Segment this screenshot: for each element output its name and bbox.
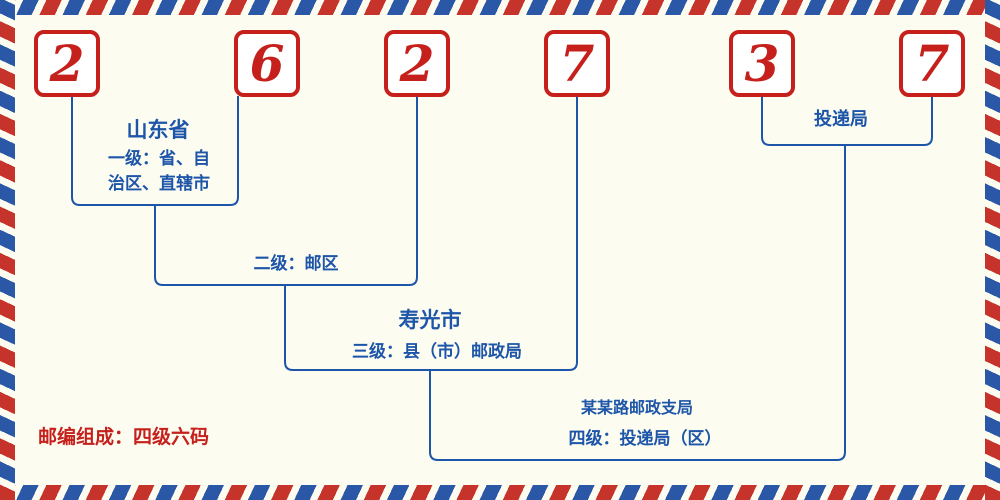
airmail-border-right bbox=[985, 0, 1000, 500]
airmail-border-left bbox=[0, 0, 15, 500]
connector-level4 bbox=[429, 145, 846, 461]
digit-box-1: 2 bbox=[34, 30, 100, 97]
composition-note: 邮编组成：四级六码 bbox=[38, 427, 210, 448]
airmail-border-top bbox=[0, 0, 1000, 15]
airmail-border-bottom bbox=[0, 485, 1000, 500]
province-label: 山东省 bbox=[126, 119, 190, 142]
digit-box-3: 2 bbox=[384, 30, 450, 97]
digit-box-5: 3 bbox=[729, 30, 795, 97]
digit-box-4: 7 bbox=[544, 30, 610, 97]
digit-box-2: 6 bbox=[234, 30, 300, 97]
delivery-office-label: 投递局 bbox=[814, 109, 868, 129]
level4-description: 四级：投递局（区） bbox=[568, 429, 722, 448]
level1-description: 一级：省、自治区、直辖市 bbox=[108, 149, 210, 193]
bracket-delivery bbox=[761, 96, 933, 146]
city-label: 寿光市 bbox=[398, 309, 462, 332]
branch-office-label: 某某路邮政支局 bbox=[580, 400, 693, 417]
level2-description: 二级：邮区 bbox=[253, 254, 339, 273]
level3-description: 三级：县（市）邮政局 bbox=[352, 342, 522, 361]
digit-box-6: 7 bbox=[899, 30, 965, 97]
